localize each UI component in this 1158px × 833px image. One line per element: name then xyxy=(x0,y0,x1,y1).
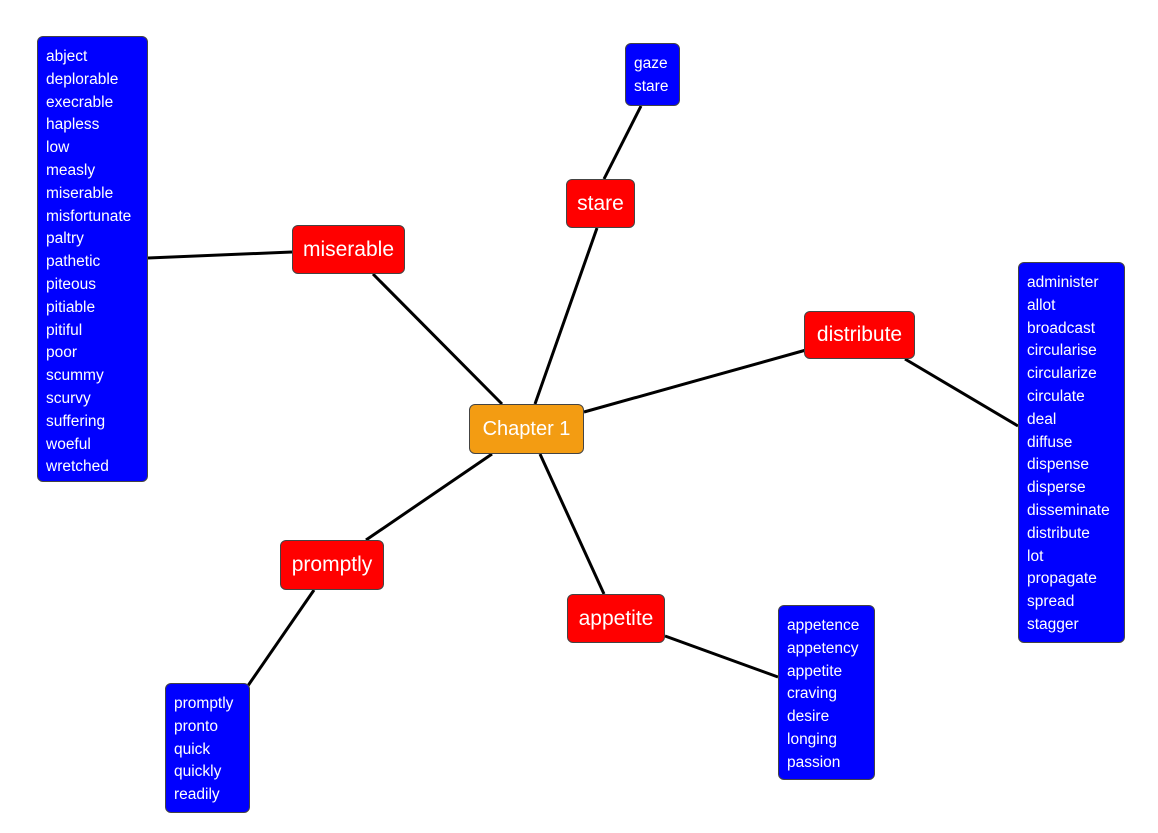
synonym-item: craving xyxy=(787,685,837,703)
synonym-item: propagate xyxy=(1027,570,1097,588)
edge-root-to-promptly xyxy=(365,452,493,542)
edge-distribute-to-synonyms xyxy=(904,357,1019,428)
synonym-item: circulate xyxy=(1027,387,1085,405)
synonym-item: disseminate xyxy=(1027,501,1110,519)
synonym-item: lot xyxy=(1027,547,1044,565)
synonym-list-promptly[interactable]: promptly pronto quick quickly readily xyxy=(165,683,250,813)
keyword-node-stare[interactable]: stare xyxy=(566,179,635,228)
synonym-item: deplorable xyxy=(46,70,119,88)
synonym-item: promptly xyxy=(174,695,234,712)
synonym-item: miserable xyxy=(46,184,114,202)
synonym-item: longing xyxy=(787,730,837,748)
synonym-item: wretched xyxy=(46,458,109,476)
root-node-chapter[interactable]: Chapter 1 xyxy=(469,404,584,454)
synonym-item: desire xyxy=(787,708,830,726)
synonym-item: quickly xyxy=(174,763,222,781)
synonym-item: disperse xyxy=(1027,479,1086,497)
edge-promptly-to-synonyms xyxy=(243,589,316,691)
synonym-item: low xyxy=(46,139,70,157)
synonym-item: pronto xyxy=(174,717,218,735)
synonym-item: paltry xyxy=(46,230,84,248)
edge-root-to-appetite xyxy=(538,453,606,595)
synonym-item: spread xyxy=(1027,593,1075,611)
synonym-item: misfortunate xyxy=(46,207,132,225)
synonym-item: passion xyxy=(787,753,841,771)
synonym-item: pitiable xyxy=(46,298,96,316)
synonym-item: scummy xyxy=(46,367,104,385)
keyword-node-distribute[interactable]: distribute xyxy=(804,311,915,359)
synonym-item: distribute xyxy=(1027,524,1090,542)
synonym-item: diffuse xyxy=(1027,433,1073,451)
synonym-item: appetence xyxy=(787,617,860,634)
edge-stare-to-synonyms xyxy=(602,105,643,180)
edge-root-to-miserable xyxy=(371,272,504,406)
synonym-item: appetite xyxy=(787,662,843,680)
synonym-item: deal xyxy=(1027,410,1057,428)
keyword-node-appetite[interactable]: appetite xyxy=(567,594,665,643)
edge-root-to-distribute xyxy=(583,348,807,414)
synonym-item: stagger xyxy=(1027,615,1079,633)
edge-appetite-to-synonyms xyxy=(664,634,779,679)
synonym-item: scurvy xyxy=(46,389,91,407)
keyword-node-miserable[interactable]: miserable xyxy=(292,225,405,274)
synonym-list-appetite[interactable]: appetence appetency appetite craving desire l… xyxy=(778,605,875,780)
synonym-item: poor xyxy=(46,344,78,362)
synonym-item: woeful xyxy=(46,435,91,453)
synonym-item: pathetic xyxy=(46,253,101,271)
synonym-item: quick xyxy=(174,740,211,758)
edge-miserable-to-synonyms xyxy=(147,250,293,260)
synonym-item: appetency xyxy=(787,639,859,657)
synonym-item: pitiful xyxy=(46,321,83,339)
synonym-item: hapless xyxy=(46,116,100,134)
synonym-item: circularize xyxy=(1027,365,1097,383)
synonym-item: administer xyxy=(1027,274,1099,291)
synonym-item: readily xyxy=(174,786,220,804)
synonym-list-stare[interactable]: gaze stare xyxy=(625,43,680,106)
synonym-item: stare xyxy=(634,77,669,95)
synonym-item: suffering xyxy=(46,412,106,430)
synonym-item: allot xyxy=(1027,296,1056,314)
keyword-node-promptly[interactable]: promptly xyxy=(280,540,384,590)
synonym-item: execrable xyxy=(46,93,114,111)
synonym-item: dispense xyxy=(1027,456,1090,474)
synonym-item: measly xyxy=(46,161,96,179)
synonym-item: circularise xyxy=(1027,342,1097,360)
synonym-list-miserable[interactable]: abject deplorable execrable hapless low measl… xyxy=(37,36,148,482)
synonym-item: gaze xyxy=(634,55,668,72)
synonym-item: abject xyxy=(46,48,88,65)
synonym-list-distribute[interactable]: administer allot broadcast circularise circu… xyxy=(1018,262,1125,643)
synonym-item: broadcast xyxy=(1027,319,1096,337)
edge-root-to-stare xyxy=(533,227,599,405)
synonym-item: piteous xyxy=(46,275,96,293)
